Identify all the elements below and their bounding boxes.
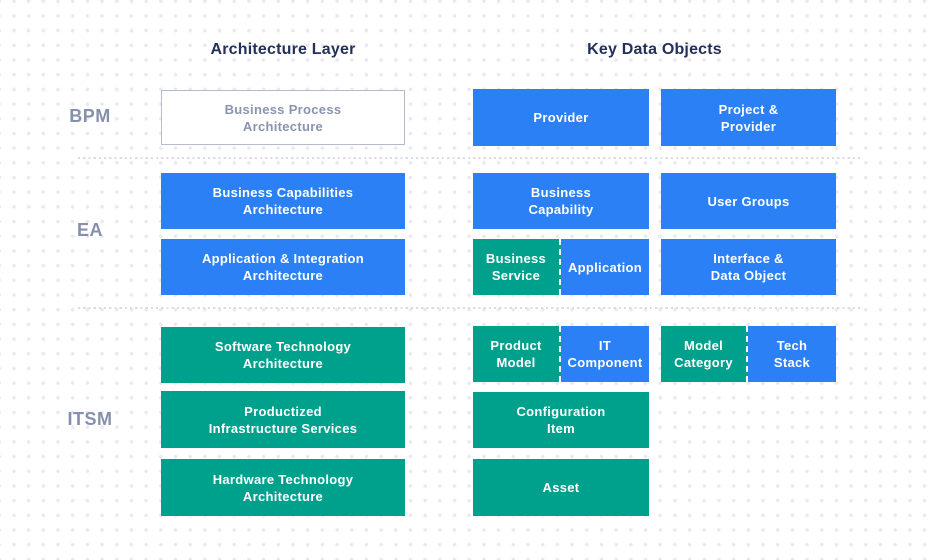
box-label: Configuration — [516, 404, 606, 419]
row-label-ea: EA — [76, 220, 103, 240]
box-label: Architecture — [242, 488, 324, 504]
box-label: Hardware Technology — [212, 471, 354, 487]
box-label: IT — [598, 338, 612, 353]
box-asset: Asset — [473, 459, 649, 516]
separator-bpm-ea — [78, 157, 860, 159]
box-label: Provider — [533, 110, 589, 125]
box-hardware-technology-architecture: Hardware Technology Architecture — [161, 459, 405, 516]
box-application-integration-architecture: Application & Integration Architecture — [161, 239, 405, 295]
box-model-category-tech-stack: Model Category Tech Stack — [661, 326, 836, 382]
box-label: Architecture — [242, 118, 324, 134]
box-label: Capability — [528, 202, 594, 217]
box-label: Item — [547, 421, 575, 436]
box-label: Business — [530, 185, 592, 200]
box-label: Software Technology — [214, 339, 352, 354]
box-label: Application & Integration — [201, 251, 365, 266]
box-label: Project & — [718, 101, 779, 117]
box-label: Data Object — [710, 268, 787, 283]
box-label: Model — [683, 338, 724, 353]
box-user-groups: User Groups — [661, 173, 836, 229]
box-business-service: Business Service — [473, 239, 561, 295]
box-it-component: IT Component — [561, 326, 649, 382]
box-label: Product — [490, 338, 542, 353]
row-label-bpm: BPM — [69, 106, 111, 126]
box-label: Tech — [776, 338, 808, 353]
column-header-key-data-objects: Key Data Objects — [587, 41, 722, 58]
separator-ea-itsm — [78, 307, 860, 309]
box-provider: Provider — [473, 89, 649, 146]
box-label: Architecture — [242, 268, 324, 283]
box-product-model: Product Model — [473, 326, 561, 382]
box-label: Provider — [720, 118, 777, 134]
column-header-architecture-layer: Architecture Layer — [210, 41, 356, 58]
box-label: Category — [674, 355, 733, 370]
box-application: Application — [561, 239, 649, 295]
box-project-and-provider: Project & Provider — [661, 89, 836, 146]
box-productized-infrastructure-services: Productized Infrastructure Services — [161, 391, 405, 448]
box-label: Service — [491, 268, 541, 283]
box-label: Asset — [542, 480, 580, 495]
box-label: Architecture — [242, 356, 324, 371]
box-business-service-application: Business Service Application — [473, 239, 649, 295]
box-label: Business Process — [224, 101, 342, 117]
box-label: Model — [496, 355, 536, 370]
box-model-category: Model Category — [661, 326, 748, 382]
box-configuration-item: Configuration Item — [473, 392, 649, 448]
box-label: Component — [567, 355, 643, 370]
box-label: User Groups — [707, 193, 790, 209]
box-product-model-it-component: Product Model IT Component — [473, 326, 649, 382]
box-label: Productized — [244, 403, 322, 419]
box-label: Infrastructure Services — [208, 420, 358, 436]
box-business-capability: Business Capability — [473, 173, 649, 229]
box-business-process-architecture: Business Process Architecture — [161, 90, 405, 145]
box-software-technology-architecture: Software Technology Architecture — [161, 327, 405, 383]
box-business-capabilities-architecture: Business Capabilities Architecture — [161, 173, 405, 229]
box-tech-stack: Tech Stack — [748, 326, 836, 382]
row-label-itsm: ITSM — [67, 409, 113, 429]
box-label: Architecture — [242, 202, 324, 217]
box-interface-and-data-object: Interface & Data Object — [661, 239, 836, 295]
box-label: Business — [485, 251, 547, 266]
box-label: Stack — [773, 355, 811, 370]
box-label: Business Capabilities — [212, 185, 354, 200]
box-label: Application — [567, 259, 643, 275]
box-label: Interface & — [713, 251, 784, 266]
